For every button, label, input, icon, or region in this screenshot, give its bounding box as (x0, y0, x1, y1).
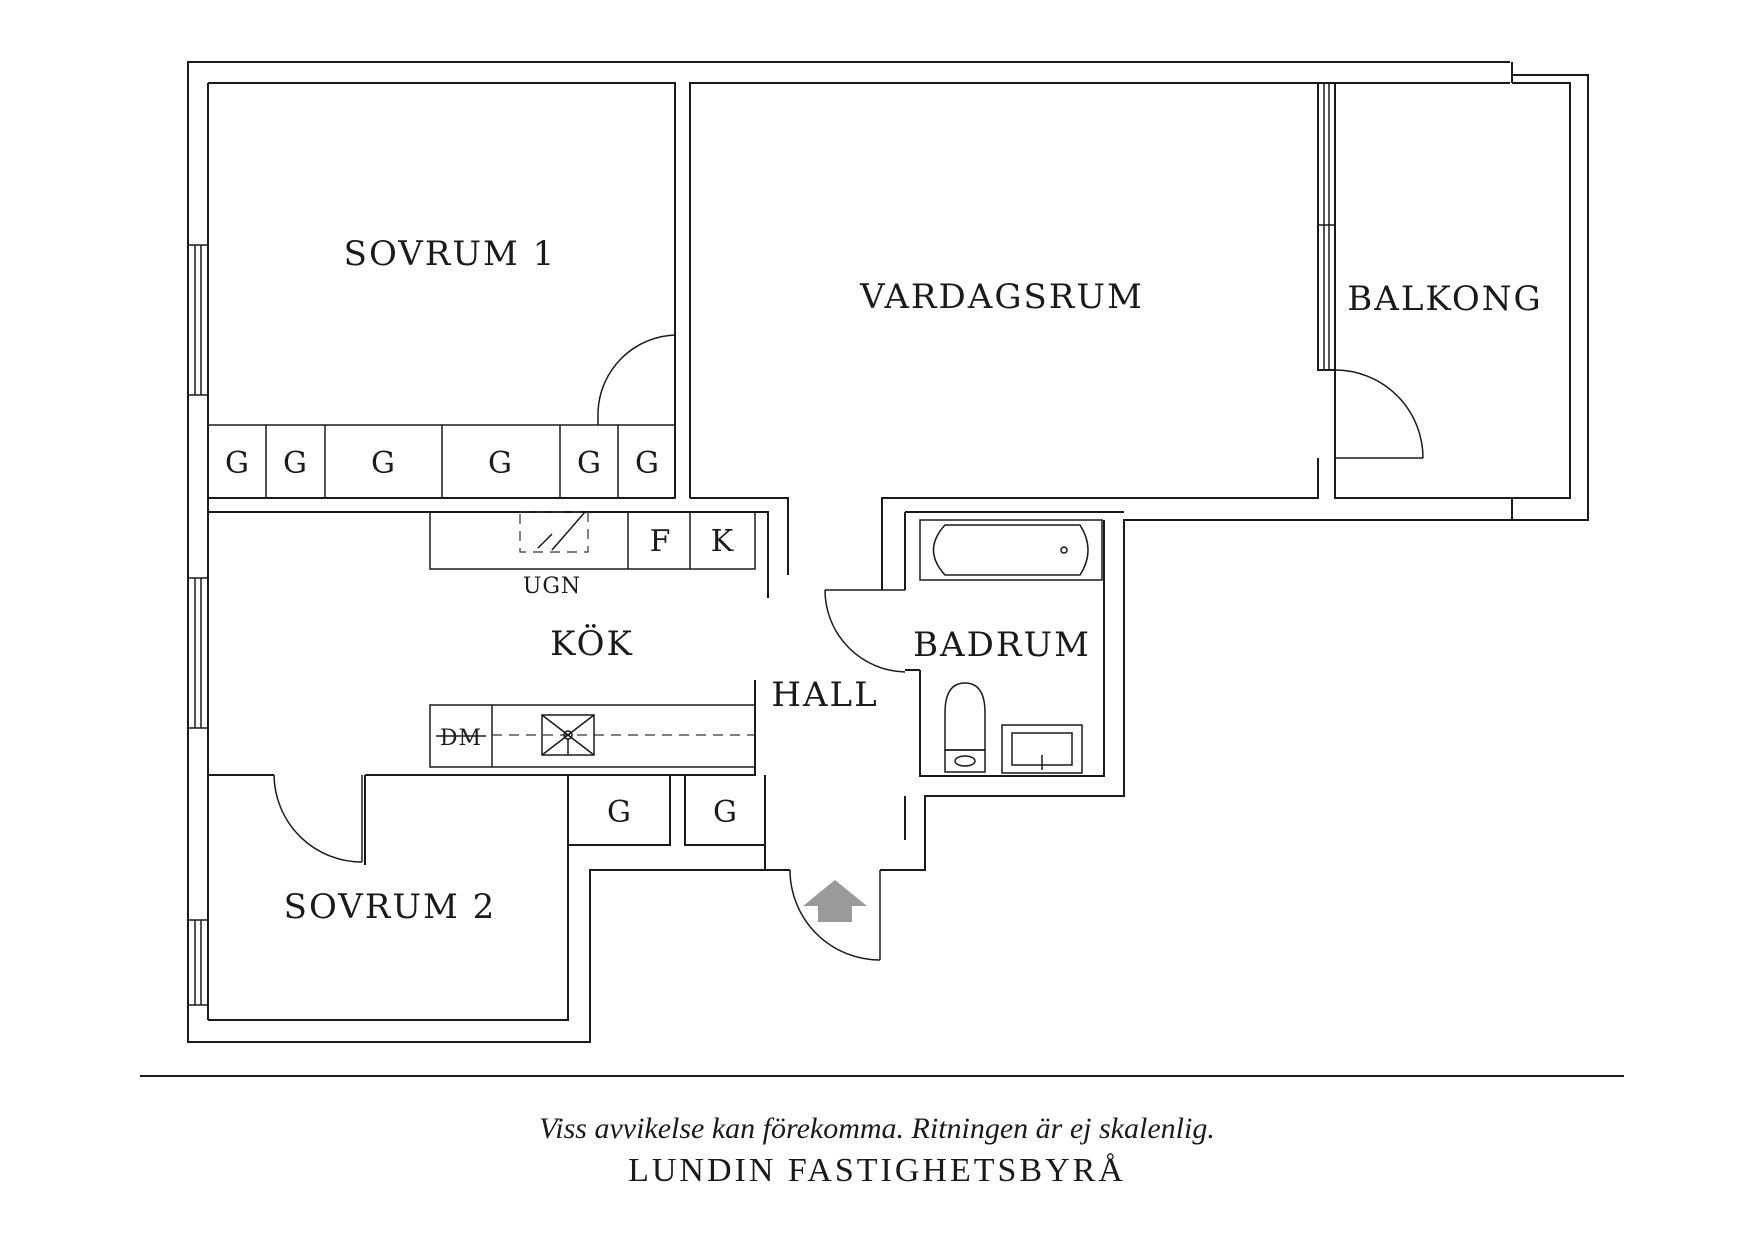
wardrobe-label: G (635, 446, 659, 481)
wardrobe-label: G (488, 446, 512, 481)
dishwasher-label: DM (440, 726, 482, 751)
wardrobe-label: G (713, 795, 737, 830)
room-label-balkong: BALKONG (1347, 279, 1542, 319)
fridge-label: K (711, 524, 734, 559)
room-label-kok: KÖK (550, 623, 634, 664)
room-label-sovrum1: SOVRUM 1 (344, 234, 557, 274)
wardrobes-sovrum1 (207, 424, 676, 499)
outer-walls (187, 61, 1589, 1043)
wardrobe-label: G (371, 446, 395, 481)
wardrobe-label: G (607, 795, 631, 830)
toilet (944, 682, 986, 773)
wardrobe-label: G (283, 446, 307, 481)
room-label-sovrum2: SOVRUM 2 (284, 887, 497, 927)
room-label-badrum: BADRUM (913, 625, 1091, 665)
kitchen-upper-counter (429, 511, 756, 570)
wardrobe-label: G (577, 446, 601, 481)
bathtub (919, 519, 1103, 581)
oven-label: UGN (523, 574, 581, 599)
entrance-arrow-icon (803, 880, 867, 922)
freezer-label: F (650, 524, 671, 559)
windows (187, 83, 1335, 1006)
sink (1001, 724, 1083, 774)
wardrobe-label: G (225, 446, 249, 481)
inner-walls (208, 62, 1571, 870)
kitchen-lower-counter (429, 704, 756, 768)
company-name: LUNDIN FASTIGHETSBYRÅ (628, 1152, 1126, 1189)
divider-line (140, 1075, 1624, 1077)
doors (273, 334, 1424, 961)
disclaimer-text: Viss avvikelse kan förekomma. Ritningen … (539, 1112, 1215, 1145)
room-label-hall: HALL (771, 675, 878, 715)
room-label-vardagsrum: VARDAGSRUM (859, 277, 1144, 317)
